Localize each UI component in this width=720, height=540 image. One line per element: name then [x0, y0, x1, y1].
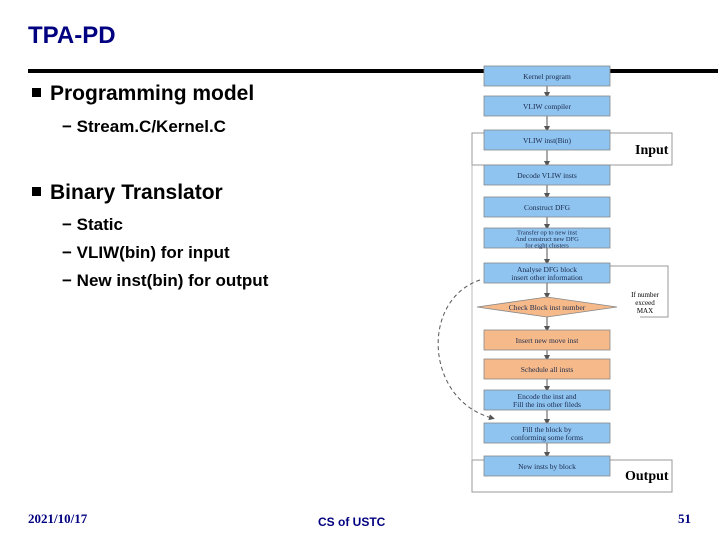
sub-bullet-text: Static: [76, 215, 123, 234]
title-divider: [28, 69, 718, 73]
dash-icon: −: [62, 215, 72, 234]
sub-bullet-text: VLIW(bin) for input: [76, 243, 230, 262]
bullet-text: Binary Translator: [50, 181, 223, 204]
process-node: [483, 262, 611, 284]
sub-bullet-text: Stream.C/Kernel.C: [76, 117, 226, 136]
node-label: Construct DFG: [524, 203, 571, 212]
loop-back-arrow: [437, 279, 495, 421]
process-node: [483, 196, 611, 218]
slide-title: TPA-PD: [28, 22, 116, 49]
page-number: 51: [678, 511, 691, 526]
process-node: [483, 422, 611, 444]
process-node: [483, 227, 611, 249]
output-label: Output: [625, 469, 669, 484]
sub-bullet: − Stream.C/Kernel.C: [62, 117, 226, 137]
process-node: [483, 329, 611, 351]
input-label: Input: [635, 143, 669, 158]
dash-icon: −: [62, 243, 72, 262]
dash-icon: −: [62, 117, 72, 136]
node-label: Insert new move inst: [516, 336, 580, 345]
node-label: Check Block inst number: [509, 303, 586, 312]
bullet-programming-model: Programming model: [32, 82, 254, 106]
node-label: Kernel program: [523, 72, 571, 81]
process-node: [483, 358, 611, 380]
process-node: [483, 129, 611, 151]
node-label: VLIW inst(Bin): [523, 136, 571, 145]
node-label: Decode VLIW insts: [517, 171, 577, 180]
sub-bullet: − VLIW(bin) for input: [62, 243, 230, 263]
decision-node: [476, 296, 618, 318]
footer-date: 2021/10/17: [28, 511, 88, 526]
node-label: Schedule all insts: [521, 365, 574, 374]
process-node: [483, 95, 611, 117]
process-node: [483, 389, 611, 411]
sub-bullet-text: New inst(bin) for output: [76, 271, 269, 290]
process-node: [483, 455, 611, 477]
dash-icon: −: [62, 271, 72, 290]
process-node: [483, 164, 611, 186]
process-node: [483, 65, 611, 87]
footer-organization: CS of USTC: [318, 515, 386, 529]
bullet-binary-translator: Binary Translator: [32, 181, 223, 205]
sub-bullet: − Static: [62, 215, 123, 235]
sub-bullet: − New inst(bin) for output: [62, 271, 268, 291]
node-label: VLIW compiler: [523, 102, 571, 111]
bullet-text: Programming model: [50, 82, 255, 105]
bullet-square-icon: [32, 187, 41, 196]
node-label: New insts by block: [518, 462, 576, 471]
bullet-square-icon: [32, 88, 41, 97]
exceed-bracket: [597, 265, 669, 318]
